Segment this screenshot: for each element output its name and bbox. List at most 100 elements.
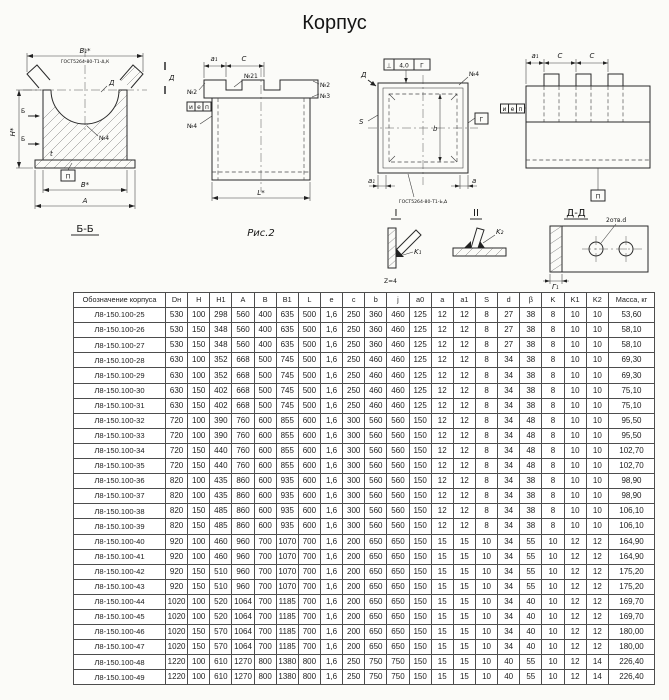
value-cell: 600 [297, 473, 321, 490]
value-cell: 8 [474, 337, 499, 354]
value-cell: 630 [164, 367, 189, 384]
value-cell: 650 [386, 548, 410, 565]
value-cell: 12 [452, 322, 476, 339]
weld-number-4: №4 [458, 71, 479, 86]
value-cell: 12 [452, 367, 476, 384]
section-view-bb: B₁* ГОСТ5264-80-Т1-Δ,К Д Д №4 H* Б Б t [9, 47, 175, 236]
value-cell: 10 [541, 548, 565, 565]
value-cell: 55 [519, 654, 543, 671]
value-cell: 150 [408, 533, 432, 550]
weld-number-label: №3 [320, 93, 330, 100]
column-header: S [474, 291, 499, 309]
designation-cell: Л8-150.100-35 [73, 458, 166, 475]
tolerance-value: 4,0 [399, 63, 409, 70]
designation-cell: Л8-150.100-26 [73, 322, 166, 339]
value-cell: 600 [297, 442, 321, 460]
value-cell: 700 [297, 533, 321, 550]
value-cell: 700 [297, 608, 321, 626]
value-cell: 150 [187, 503, 211, 520]
value-cell: 95,50 [608, 412, 655, 429]
value-cell: 8 [474, 442, 499, 460]
value-cell: 560 [231, 307, 255, 324]
value-cell: 360 [364, 322, 388, 339]
value-cell: 460 [386, 307, 410, 324]
value-cell: 34 [497, 473, 521, 490]
value-cell: 34 [497, 578, 521, 595]
value-cell: 920 [164, 548, 189, 565]
value-cell: 169,70 [608, 593, 655, 610]
designation-cell: Л8-150.100-37 [73, 488, 166, 505]
value-cell: 10 [585, 427, 610, 444]
value-cell: 34 [497, 397, 521, 414]
value-cell: 48 [519, 442, 543, 460]
value-cell: 15 [430, 563, 454, 580]
column-header: d [497, 291, 521, 309]
value-cell: 150 [408, 624, 432, 641]
value-cell: 668 [231, 367, 255, 384]
value-cell: 1,6 [319, 397, 344, 414]
value-cell: 1270 [231, 669, 255, 686]
dim-label-k2: K₂ [496, 228, 504, 236]
designation-cell: Л8-150.100-31 [73, 397, 166, 414]
value-cell: 100 [187, 473, 211, 490]
value-cell: 800 [253, 669, 277, 686]
value-cell: 1270 [231, 654, 255, 671]
value-cell: 1,6 [319, 503, 344, 520]
value-cell: 55 [519, 578, 543, 595]
value-cell: 300 [342, 488, 366, 505]
value-cell: 720 [164, 427, 189, 444]
detail-title: Д-Д [566, 208, 585, 219]
value-cell: 34 [497, 427, 521, 444]
value-cell: 125 [408, 367, 432, 384]
value-cell: 15 [430, 608, 454, 626]
value-cell: 650 [364, 639, 388, 656]
surface-label-p: П [66, 174, 71, 181]
tolerance-symbol: ⊥ [386, 63, 391, 70]
value-cell: 150 [408, 563, 432, 580]
dim-a1: a₁ [368, 175, 395, 189]
dim-label-t: t [50, 150, 53, 158]
column-header: a0 [408, 291, 432, 309]
value-cell: 500 [297, 307, 321, 324]
weld-cell-label: п [205, 104, 209, 111]
value-cell: 34 [497, 518, 521, 535]
value-cell: 1,6 [319, 624, 344, 641]
value-cell: 12 [452, 503, 476, 520]
value-cell: 10 [541, 639, 565, 656]
value-cell: 12 [563, 639, 587, 656]
value-cell: 14 [585, 654, 610, 671]
value-cell: 560 [386, 458, 410, 475]
value-cell: 12 [430, 382, 454, 399]
value-cell: 100 [187, 427, 211, 444]
value-cell: 12 [430, 412, 454, 429]
value-cell: 102,70 [608, 442, 655, 460]
value-cell: 100 [187, 352, 211, 369]
value-cell: 58,10 [608, 337, 655, 354]
value-cell: 15 [452, 548, 476, 565]
designation-cell: Л8-150.100-29 [73, 367, 166, 384]
value-cell: 500 [297, 322, 321, 339]
value-cell: 855 [275, 442, 299, 460]
value-cell: 1064 [231, 608, 255, 626]
value-cell: 460 [364, 397, 388, 414]
value-cell: 560 [364, 488, 388, 505]
dim-label-k1: K₁ [414, 248, 422, 256]
dim-s: S [359, 114, 379, 126]
value-cell: 12 [430, 503, 454, 520]
designation-cell: Л8-150.100-48 [73, 654, 166, 671]
value-cell: 8 [474, 412, 499, 429]
value-cell: 435 [209, 473, 233, 490]
value-cell: 8 [474, 367, 499, 384]
value-cell: 12 [452, 337, 476, 354]
value-cell: 125 [408, 352, 432, 369]
value-cell: 12 [585, 563, 610, 580]
value-cell: 460 [386, 322, 410, 339]
